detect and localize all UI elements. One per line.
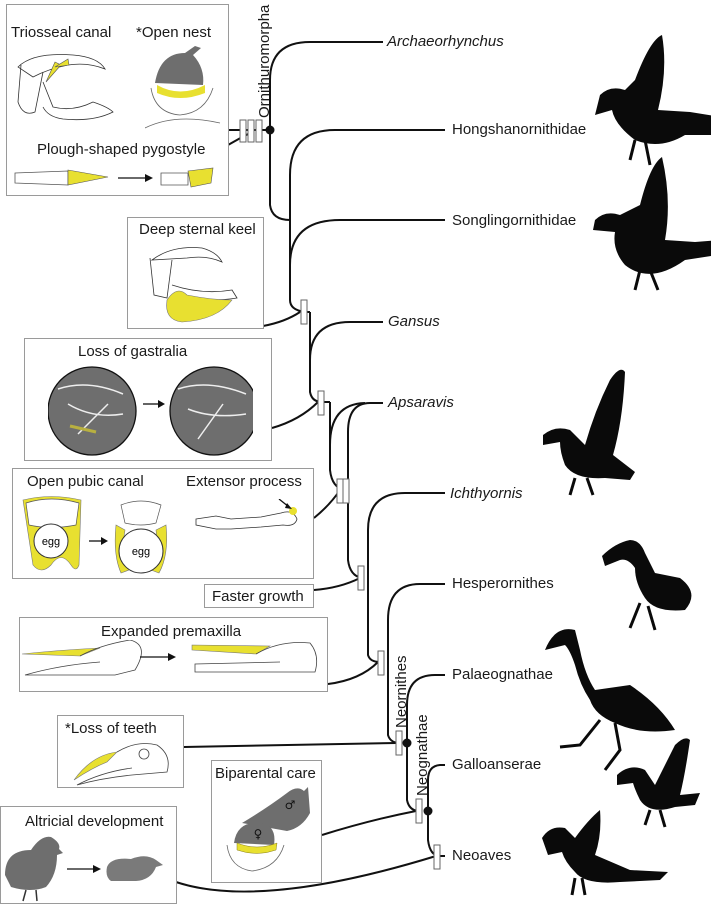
connector-premaxilla	[327, 661, 379, 685]
connector-sternal-keel	[262, 311, 301, 327]
trait-box-biparental-care: Biparental care ♂ ♀	[211, 760, 322, 883]
altricial-development-illustration	[5, 836, 163, 902]
trait-label-open-nest: *Open nest	[136, 24, 212, 41]
branch-trunk-5	[347, 490, 363, 579]
clade-label-neognathae: Neognathae	[414, 714, 431, 796]
branch-songlingornithidae	[289, 219, 445, 266]
pygostyle-illustration	[14, 167, 214, 188]
connector-altricial	[175, 855, 437, 893]
male-symbol-icon: ♂	[285, 798, 296, 812]
synapomorphy-bar	[415, 798, 423, 824]
trait-label-plough-shaped-pygostyle: Plough-shaped pygostyle	[37, 141, 206, 158]
branch-trunk-1	[269, 130, 291, 221]
taxon-label-palaeognathae: Palaeognathae	[452, 666, 553, 683]
clade-label-ornithuromorpha: Ornithuromorpha	[256, 4, 273, 118]
premaxilla-illustration	[21, 640, 318, 676]
open-nest-illustration	[145, 46, 221, 129]
trait-box-pubic-canal-extensor: Open pubic canal Extensor process egg eg…	[12, 468, 314, 579]
branch-galloanserae	[427, 764, 445, 811]
trait-label-triosseal-canal: Triosseal canal	[11, 24, 112, 41]
taxon-label-neoaves: Neoaves	[452, 847, 512, 864]
trait-label-loss-of-gastralia: Loss of gastralia	[78, 343, 188, 360]
synapomorphy-bar	[377, 650, 385, 676]
extensor-process-illustration	[195, 499, 298, 530]
connector-biparental	[321, 810, 417, 836]
bird-silhouette-galloanserae	[617, 738, 700, 828]
branch-ichthyornis	[367, 492, 445, 578]
bird-silhouette-neoaves	[542, 810, 668, 896]
taxon-label-hesperornithes: Hesperornithes	[452, 575, 554, 592]
branch-hesperornithes	[387, 583, 445, 662]
synapomorphy-bar	[300, 299, 308, 325]
taxon-label-hongshanornithidae: Hongshanornithidae	[452, 121, 587, 138]
branch-apsaravis	[347, 402, 383, 490]
sternal-keel-illustration	[149, 247, 238, 323]
egg-label: egg	[132, 546, 150, 558]
trait-label-open-pubic-canal: Open pubic canal	[27, 473, 144, 490]
branch-gansus-group	[309, 312, 383, 361]
connector-faster-growth	[313, 577, 361, 591]
trait-box-loss-of-teeth: *Loss of teeth	[57, 715, 184, 788]
synapomorphy-bar	[255, 119, 263, 143]
toothless-skull-illustration	[73, 743, 169, 786]
trait-box-triosseal-nest-pygostyle: Triosseal canal *Open nest Plough-shaped…	[6, 4, 229, 196]
synapomorphy-bar	[317, 390, 325, 416]
female-symbol-icon: ♀	[254, 827, 263, 841]
arrow-icon	[158, 400, 165, 408]
synapomorphy-bar	[342, 478, 350, 504]
synapomorphy-bar	[395, 730, 403, 756]
trait-label-faster-growth: Faster growth	[212, 588, 304, 605]
bird-silhouette-hongshanornithidae	[595, 35, 711, 166]
trait-box-deep-sternal-keel: Deep sternal keel	[127, 217, 264, 329]
arrow-icon	[285, 503, 292, 509]
trait-label-expanded-premaxilla: Expanded premaxilla	[101, 623, 242, 640]
synapomorphy-bar	[247, 119, 255, 143]
synapomorphy-bar	[357, 565, 365, 591]
taxon-label-apsaravis: Apsaravis	[388, 394, 454, 411]
arrow-icon	[93, 865, 101, 873]
clade-label-neornithes: Neornithes	[393, 655, 410, 728]
synapomorphy-bar	[239, 119, 247, 143]
biparental-care-illustration: ♂ ♀	[226, 787, 310, 872]
bird-silhouette-songlingornithidae	[593, 157, 711, 291]
egg-label: egg	[42, 536, 60, 548]
connector-gastralia	[271, 401, 319, 429]
trait-box-faster-growth: Faster growth	[204, 584, 314, 608]
branch-hongshanornithidae	[289, 129, 445, 220]
branch-archaeorhynchus	[269, 41, 383, 130]
trait-box-expanded-premaxilla: Expanded premaxilla	[19, 617, 328, 692]
synapomorphy-bar	[433, 844, 441, 870]
arrow-icon	[145, 174, 153, 182]
gastralia-illustration	[48, 366, 253, 456]
branch-palaeognathae	[406, 674, 445, 743]
trait-label-altricial-development: Altricial development	[25, 813, 164, 830]
bird-silhouette-ichthyornis	[543, 369, 635, 496]
taxon-label-ichthyornis: Ichthyornis	[450, 485, 523, 502]
trait-label-extensor-process: Extensor process	[186, 473, 302, 490]
trait-label-biparental-care: Biparental care	[215, 765, 316, 782]
trait-box-loss-of-gastralia: Loss of gastralia	[24, 338, 272, 461]
arrow-icon	[168, 653, 176, 661]
node-ornithuromorpha	[265, 125, 275, 135]
branch-trunk-3	[309, 312, 323, 403]
connector-loss-teeth	[183, 742, 397, 748]
taxon-label-songlingornithidae: Songlingornithidae	[452, 212, 577, 229]
taxon-label-galloanserae: Galloanserae	[452, 756, 542, 773]
node-neornithes	[402, 738, 412, 748]
bird-silhouette-palaeognathae	[545, 629, 675, 771]
bird-silhouette-hesperornithes	[602, 540, 692, 631]
pubic-canal-illustration: egg egg	[22, 496, 167, 574]
node-neognathae	[423, 806, 433, 816]
taxon-label-archaeorhynchus: Archaeorhynchus	[387, 33, 504, 50]
branch-trunk-6	[367, 578, 381, 663]
trait-label-deep-sternal-keel: Deep sternal keel	[139, 221, 256, 238]
synapomorphy-bar	[336, 478, 344, 504]
taxon-label-gansus: Gansus	[388, 313, 440, 330]
trait-label-loss-of-teeth: *Loss of teeth	[65, 720, 157, 737]
trait-box-altricial-development: Altricial development	[0, 806, 177, 904]
connector-pubic	[313, 489, 341, 519]
shoulder-girdle-illustration	[17, 54, 114, 121]
arrow-icon	[101, 537, 108, 545]
